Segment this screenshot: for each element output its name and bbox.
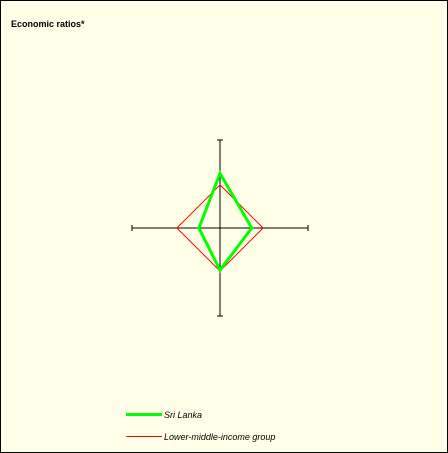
chart-title: Economic ratios* [11, 19, 85, 29]
legend-label-lower-middle-income: Lower-middle-income group [164, 432, 276, 442]
series-sri-lanka [197, 169, 254, 274]
legend-item-lower-middle-income: Lower-middle-income group [126, 430, 386, 444]
legend-swatch-lower-middle-income [126, 436, 162, 437]
legend-swatch-sri-lanka [126, 413, 162, 416]
legend-item-sri-lanka: Sri Lanka [126, 408, 386, 422]
chart-axes [131, 139, 309, 317]
chart-series [176, 169, 264, 274]
legend-label-sri-lanka: Sri Lanka [164, 410, 203, 420]
